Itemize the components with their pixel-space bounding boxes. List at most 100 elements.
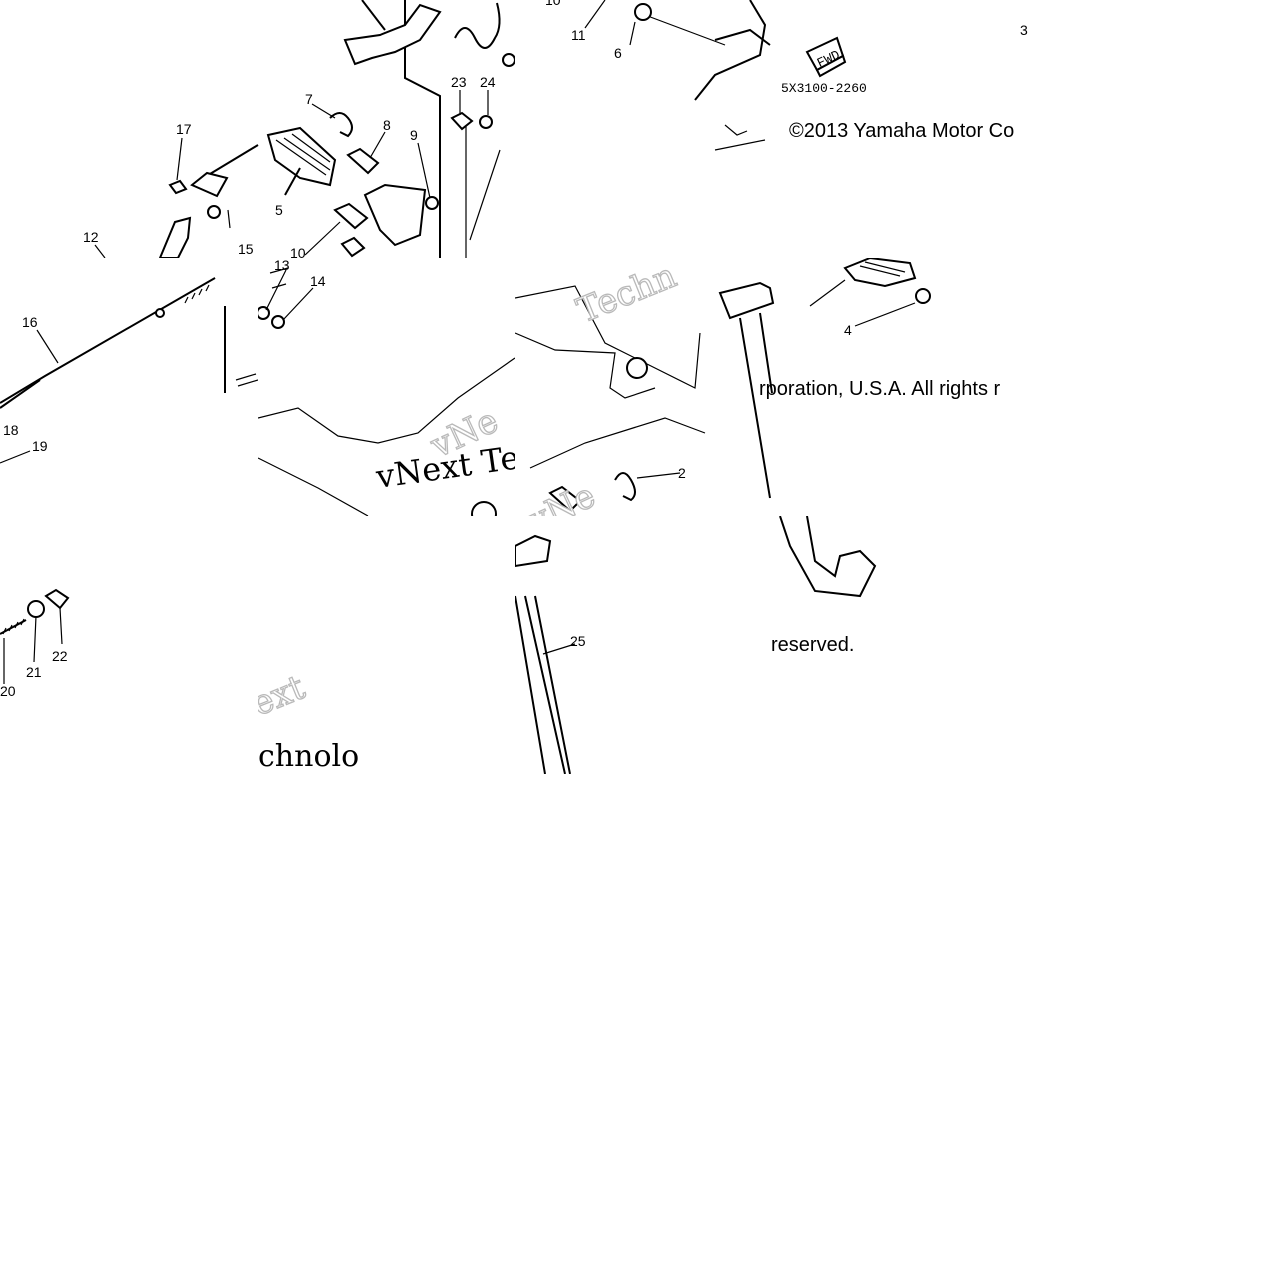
callout-20: 20 [0,683,16,699]
callout-9: 9 [410,127,418,143]
footpeg-1 [843,258,917,288]
callout-3: 3 [1020,22,1028,38]
watermark-4: ext [258,667,311,724]
rod-joint [155,308,165,318]
callout-8: 8 [383,117,391,133]
pin-17 [168,179,188,195]
diagram-drawing-bottom-center: ext chnolo [258,667,359,774]
nut-21 [27,600,45,618]
nut-4 [915,288,931,304]
frame-fragment [714,124,766,151]
stand-bracket [694,0,767,101]
callout-2: 2 [678,465,686,481]
leader-12 [94,244,106,258]
return-spring [454,2,501,49]
callout-4: 4 [844,322,852,338]
callout-16: 16 [22,314,38,330]
callout-7: 7 [305,91,313,107]
diagram-tile-top-left: 5 7 8 9 10 23 24 [0,0,515,258]
leader-11 [584,0,606,29]
callout-10b: 10 [545,0,561,8]
callout-21: 21 [26,664,42,680]
diagram-drawing-bottom-right: 25 reserved. [515,516,877,774]
parts-13-14 [269,267,289,289]
callout-15: 15 [238,241,254,257]
callout-10a: 10 [290,245,306,258]
callout-13: 13 [274,258,290,273]
washer-13 [258,306,270,320]
leader-25 [542,643,576,655]
diagram-tile-bottom-right: 25 reserved. [515,516,1030,774]
footpeg-teeth [275,133,331,176]
diagram-drawing-mid-center: 13 14 vNe vNext Te [258,258,515,516]
watermark-5: chnolo [258,739,359,774]
stand-bracket-lower [515,534,552,568]
diagram-drawing-bottom-left: 20 21 22 [0,588,70,699]
brake-arm [158,216,192,258]
spring-7 [329,112,353,138]
leader-5 [284,167,301,196]
leader-6 [629,21,636,46]
bolt-10 [333,202,369,230]
callout-18: 18 [3,422,19,438]
bolt-10b [340,236,366,258]
side-stand-25 [515,595,571,774]
leader-13-14 [265,269,314,321]
callout-11: 11 [571,27,586,43]
leaders-20-22 [3,607,63,684]
washer-15 [207,205,221,219]
frame-tube [465,120,501,258]
leader-line [644,14,726,46]
cotter-pin [227,209,231,229]
callout-23: 23 [451,74,467,90]
diagram-drawing-mid-left: 16 18 19 [0,277,258,464]
nut-9 [425,196,439,210]
rod-thread [179,277,216,304]
diagram-drawing-mid-right: Techn 4 rporation, U.S.A. All rights r 2… [515,258,1001,516]
frame-tube-b [258,457,369,516]
watermark-1: Techn [571,258,681,331]
stand-bracket-b [714,28,771,46]
leader-7 [311,103,336,119]
callout-25: 25 [570,633,586,649]
leader-17 [176,137,183,181]
bolt-8 [346,147,380,175]
cotter-14 [271,315,285,329]
drawing-code: 5X3100-2260 [781,81,867,96]
leader-10 [304,221,341,256]
frame-bracket [515,332,656,399]
callout-14: 14 [310,273,326,289]
leader-line [361,0,386,31]
footpeg-bracket [363,183,427,247]
callout-17: 17 [176,121,192,137]
bolt-23 [450,111,474,131]
bolt-3 [548,485,582,513]
shift-lever [343,3,442,66]
leader-2 [636,472,681,479]
footpeg-1-teeth [859,261,906,277]
diagram-tile-mid-left: 16 18 19 [0,258,258,516]
nut-24 [479,115,493,129]
leader-1 [809,279,846,307]
spring-19 [235,373,258,387]
side-stand-leg [739,312,773,499]
side-stand-foot [718,281,775,320]
main-stand-foot [779,516,877,598]
diagram-drawing-top-right: 6 11 10 3 FWD 5X3100-2260 ©2013 Yamaha M… [545,0,1028,151]
callout-5: 5 [275,202,283,218]
leader-9 [417,142,431,199]
leader-19 [0,450,31,464]
leader-23-24 [459,90,489,115]
fwd-arrow-icon: FWD [805,36,847,78]
callout-22: 22 [52,648,68,664]
frame-lower [529,417,706,469]
diagram-tile-top-right: 6 11 10 3 FWD 5X3100-2260 ©2013 Yamaha M… [515,0,1030,258]
nut-6 [634,3,652,21]
wing-nut-22 [44,588,70,610]
watermark-1b: vNe [521,476,601,516]
spring-2 [614,472,636,502]
footpeg [266,126,337,187]
diagram-tile-bottom-left: 20 21 22 [0,516,258,774]
callout-24: 24 [480,74,496,90]
